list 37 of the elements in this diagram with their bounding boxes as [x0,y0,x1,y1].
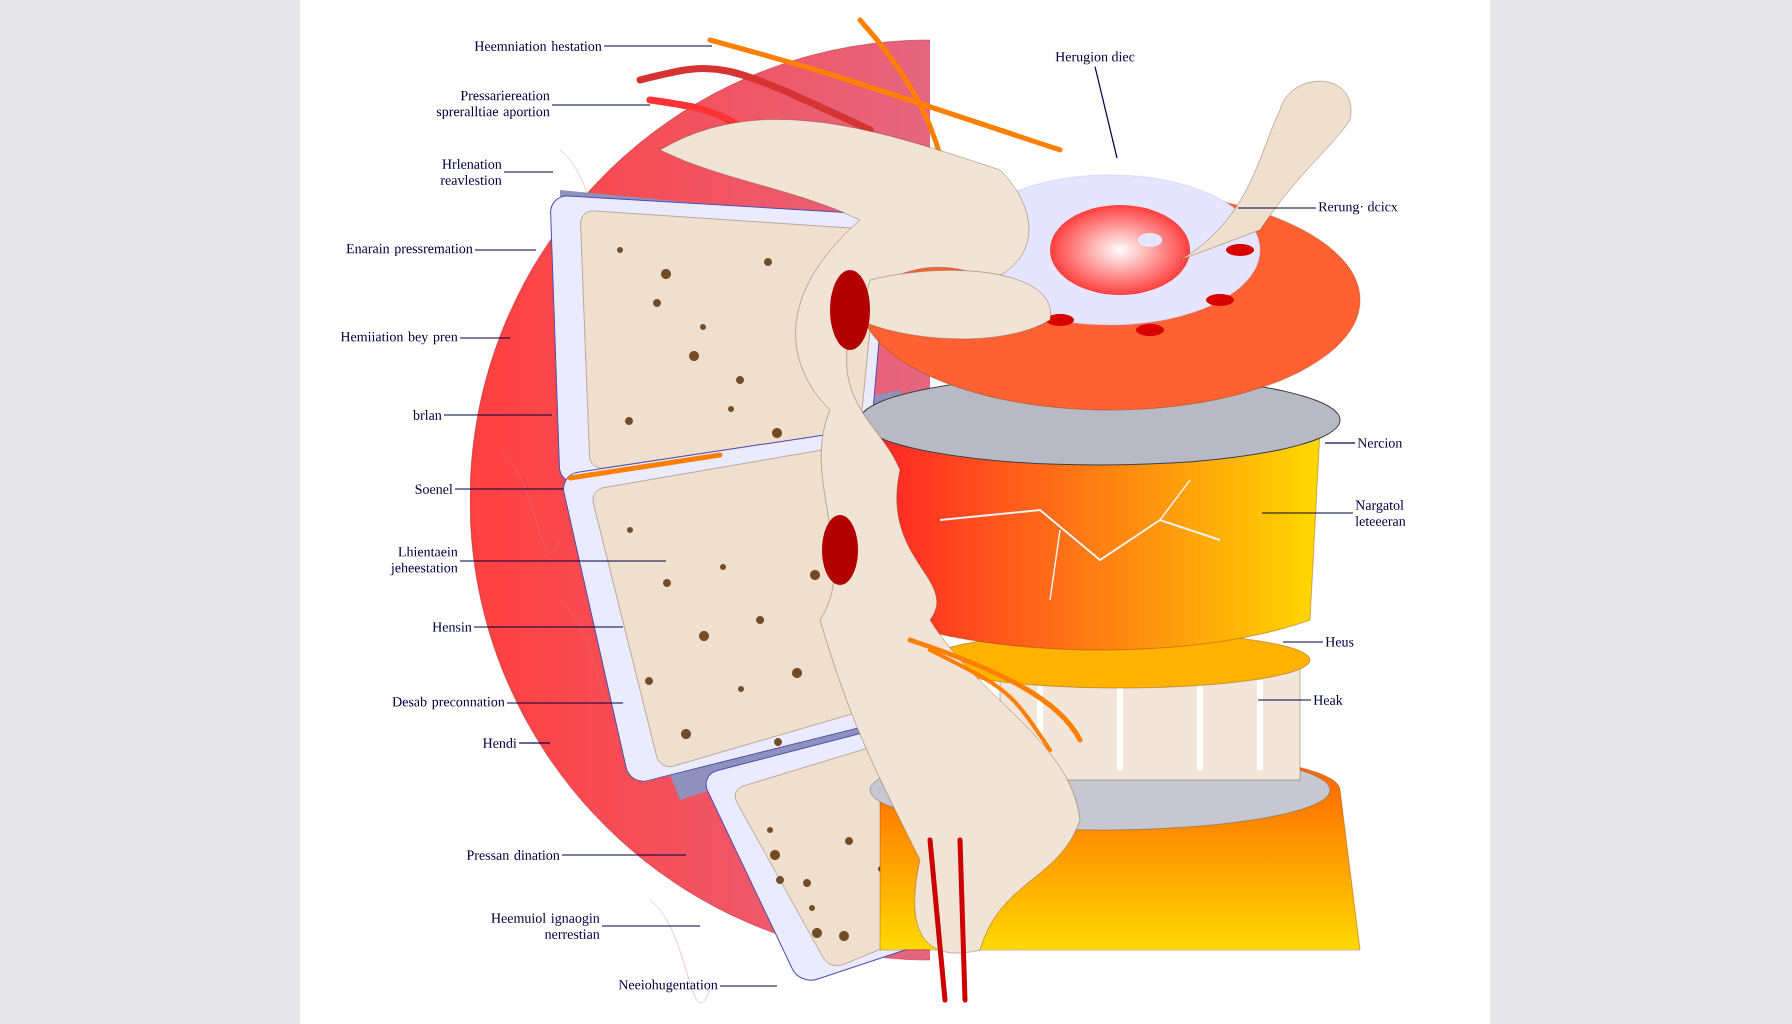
callout-label: Hensin [432,622,472,632]
callout-label: Heemniation hestation [474,41,602,51]
callout-label: Hemiiation bey pren [340,331,458,345]
leader-line [459,337,511,339]
leader-line [454,488,564,490]
leader-line [474,249,537,251]
callout-label: Neeiohugentation [618,979,718,993]
leader-line [1261,512,1354,514]
leader-line [1257,699,1312,701]
callout-label: Pressariereation spreralltiae aportion [436,90,550,120]
callout-label: Nercion [1357,438,1403,448]
callout-label: Heemuiol ignaogin nerrestian [491,913,600,939]
callout-label: Hendi [483,738,517,748]
leader-line [443,414,553,416]
leader-line [603,45,713,47]
leader-line [719,985,778,987]
leader-line [518,742,551,744]
callout-label: Desab preconnation [392,696,505,710]
leader-line [1324,442,1356,444]
callout-label: brlan [413,410,442,420]
callout-label: Rerung· dcicx [1318,201,1398,215]
leader-line [1237,207,1317,209]
callout-label: Herugion diec [1055,51,1135,65]
leader-line [1094,65,1118,159]
leader-line [551,104,651,106]
callout-label: Lhientaein jeheestation [390,546,458,576]
leader-line [601,925,701,927]
callout-label: Nargatol leteeeran [1355,500,1406,526]
callout-label: Enarain pressremation [346,243,473,257]
callout-label: Heus [1325,637,1354,647]
callout-label: Pressan dination [466,850,560,860]
leader-line [1282,641,1324,643]
callout-label: Soenel [415,484,453,494]
callout-label: Hrlenation reavlestion [440,159,502,185]
callout-label: Heak [1313,695,1343,705]
leader-line [503,171,554,173]
leader-line [561,854,687,856]
